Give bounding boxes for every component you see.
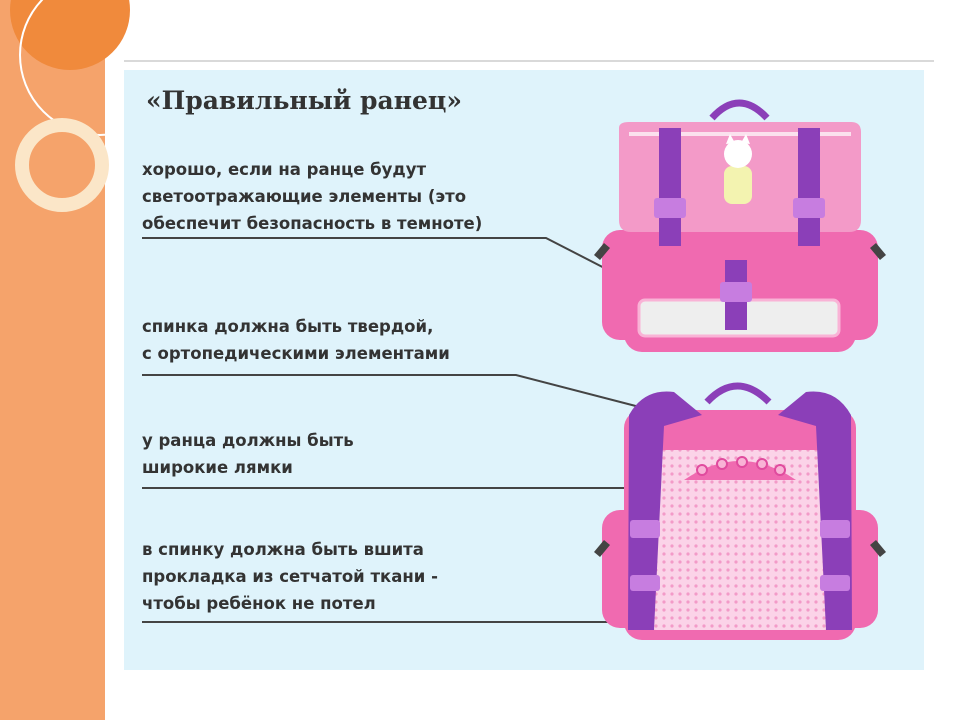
back-zipper-pull-left — [594, 540, 610, 557]
decor-circle-orange — [10, 0, 130, 70]
note-line: прокладка из сетчатой ткани - — [142, 567, 438, 586]
cat-emblem — [724, 134, 752, 204]
infographic-title: «Правильный ранец» — [146, 86, 463, 115]
note-line: чтобы ребёнок не потел — [142, 594, 376, 613]
note-back: спинка должна быть твердой, с ортопедиче… — [142, 313, 450, 367]
backpack-handle — [709, 99, 770, 121]
front-strap-right — [798, 128, 820, 246]
backpack-front-illustration — [594, 99, 886, 640]
zipper-pull-right — [870, 243, 886, 260]
back-zipper-pull-right — [870, 540, 886, 557]
pad-dots — [696, 456, 786, 476]
note-line: с ортопедическими элементами — [142, 344, 450, 363]
note-line: широкие лямки — [142, 458, 293, 477]
note-line: спинка должна быть твердой, — [142, 317, 434, 336]
top-rule — [124, 60, 934, 62]
note-line: хорошо, если на ранце будут — [142, 160, 427, 179]
decorative-circles — [10, 0, 130, 212]
front-strap-left — [659, 128, 681, 246]
strap-buckle-left — [630, 520, 660, 538]
orthopedic-pad — [684, 461, 796, 480]
buckle-center — [720, 282, 752, 302]
strap-adjuster-right — [820, 575, 850, 591]
shoulder-strap-left — [628, 391, 702, 630]
mesh-back-panel — [644, 450, 836, 630]
decor-circle-outline — [19, 0, 130, 136]
note-line: у ранца должны быть — [142, 431, 354, 450]
buckle-right — [793, 198, 825, 218]
back-handle — [704, 382, 772, 405]
note-reflective: хорошо, если на ранце будут светоотражаю… — [142, 156, 482, 237]
note-line: светоотражающие элементы (это — [142, 187, 467, 206]
infographic-panel: «Правильный ранец» хорошо, если на ранце… — [124, 70, 924, 670]
buckle-left — [654, 198, 686, 218]
note-mesh: в спинку должна быть вшита прокладка из … — [142, 536, 438, 617]
note-line: в спинку должна быть вшита — [142, 540, 424, 559]
strap-buckle-right — [820, 520, 850, 538]
decor-ring — [15, 118, 109, 212]
note-line: обеспечит безопасность в темноте) — [142, 214, 483, 233]
zipper-pull-left — [594, 243, 610, 260]
strap-adjuster-left — [630, 575, 660, 591]
shoulder-strap-right — [778, 391, 852, 630]
note-straps: у ранца должны быть широкие лямки — [142, 427, 354, 481]
